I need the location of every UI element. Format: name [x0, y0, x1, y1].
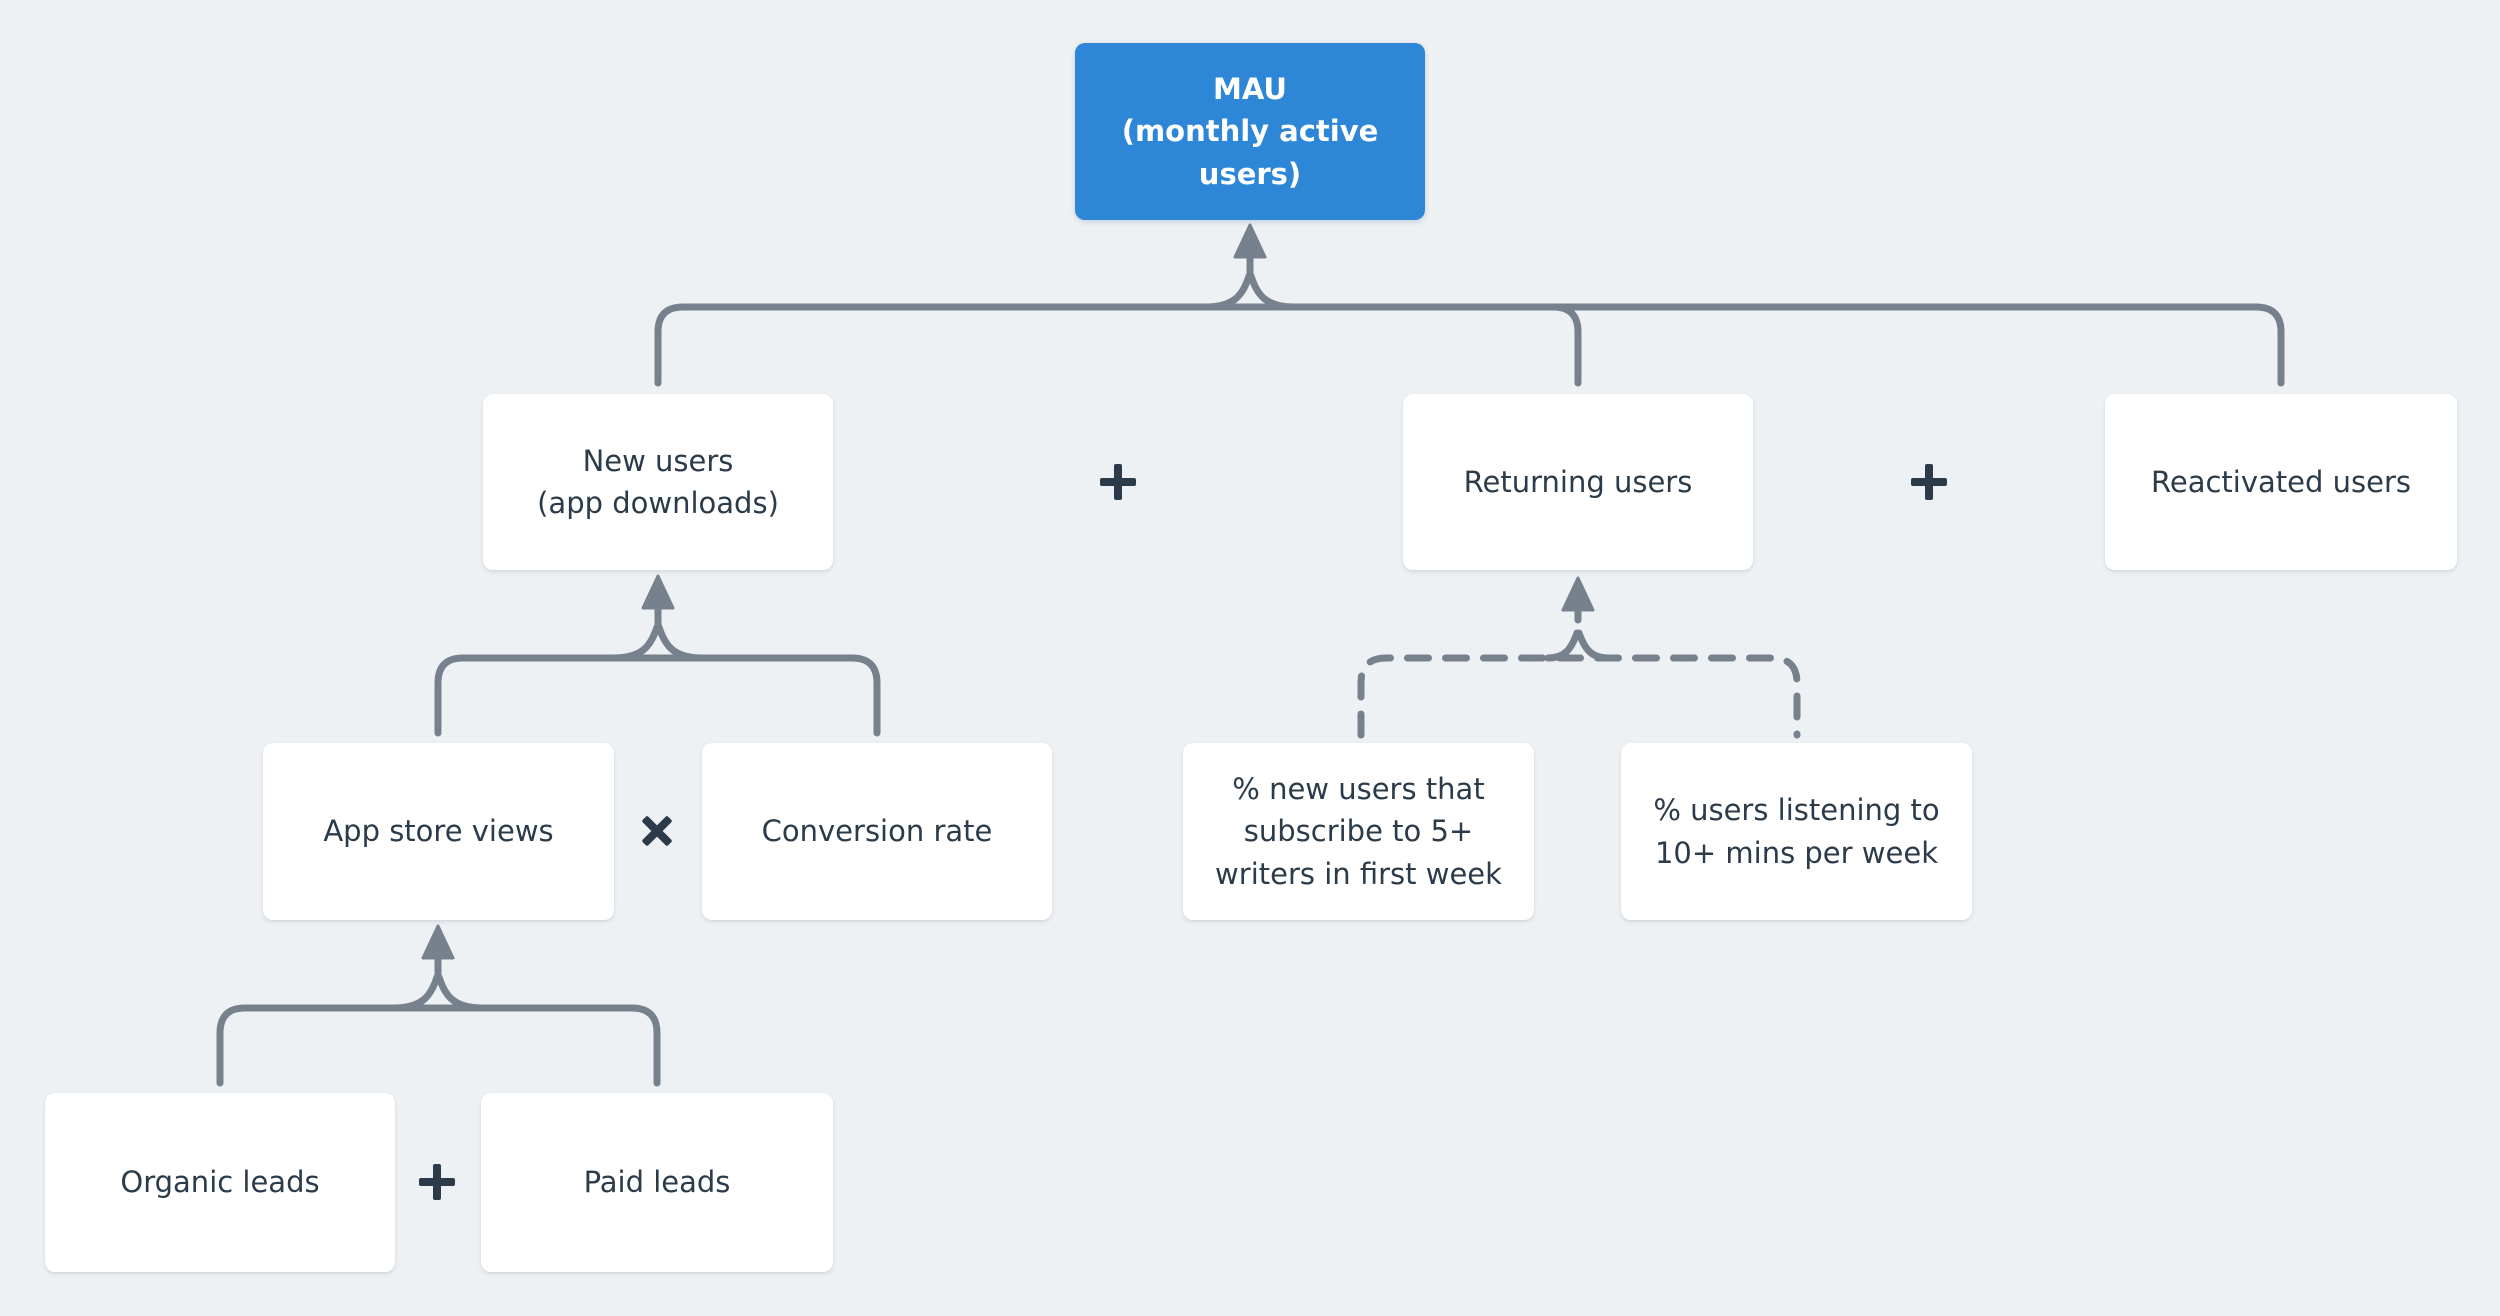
bracket-drop-path [1549, 303, 1582, 387]
connector-returning-users-drivers-dashed [1357, 576, 1801, 739]
node-new-users: New users (app downloads) [483, 394, 833, 570]
connector-mau-children [654, 223, 2285, 387]
arrowhead-up-icon [421, 924, 455, 960]
bracket-path [434, 654, 881, 737]
node-pct-subscribe-writers: % new users that subscribe to 5+ writers… [1183, 743, 1534, 920]
connector-new-users-children [434, 574, 881, 737]
node-pct-listening-mins: % users listening to 10+ mins per week [1621, 743, 1972, 920]
node-mau: MAU (monthly active users) [1075, 43, 1425, 220]
plus-operator-icon [419, 1164, 455, 1200]
dashed-fork-path [1544, 629, 1612, 662]
dashed-bracket-path [1357, 654, 1801, 739]
arrowhead-up-icon [1233, 223, 1267, 259]
node-app-store-views: App store views [263, 743, 614, 920]
bracket-path [216, 1004, 661, 1087]
connector-app-store-views-children [216, 924, 661, 1087]
plus-operator-icon [1100, 464, 1136, 500]
plus-operator-icon [1911, 464, 1947, 500]
node-returning-users: Returning users [1403, 394, 1753, 570]
bracket-path [654, 303, 2285, 387]
fork-path [390, 951, 486, 1012]
node-paid-leads: Paid leads [481, 1093, 833, 1272]
node-conversion-rate: Conversion rate [702, 743, 1052, 920]
node-reactivated-users: Reactivated users [2105, 394, 2457, 570]
arrowhead-up-icon [1561, 576, 1595, 612]
node-organic-leads: Organic leads [45, 1093, 395, 1272]
fork-path [610, 601, 706, 662]
arrowhead-up-icon [641, 574, 675, 610]
fork-path [1202, 250, 1298, 311]
